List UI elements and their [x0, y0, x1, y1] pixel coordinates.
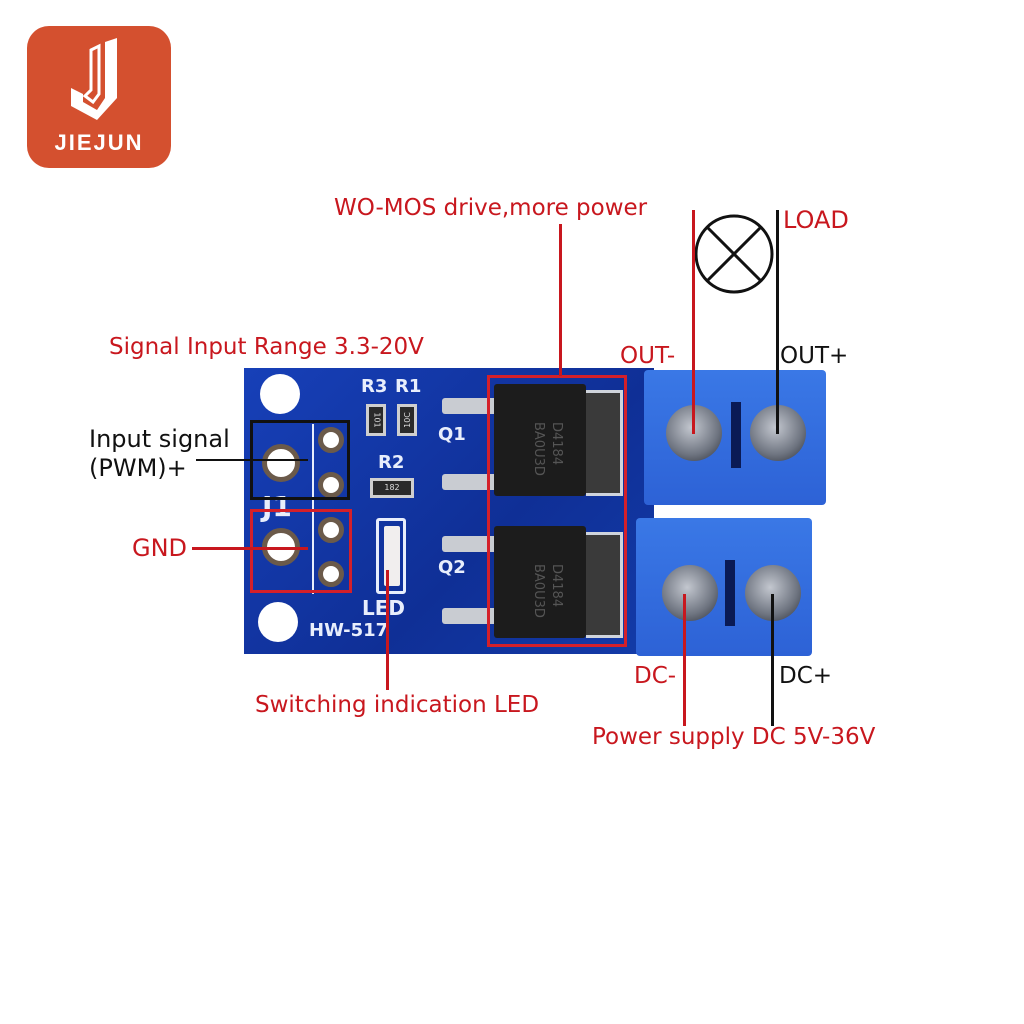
mosfet-q1: D4184 BA0U3D [494, 384, 586, 496]
connector-label: J1 [262, 490, 292, 523]
annotation-power-supply: Power supply DC 5V-36V [592, 724, 876, 750]
pin-pad [318, 472, 344, 498]
terminal-separator [725, 560, 735, 626]
resistor-r3: 101 [366, 404, 386, 436]
brand-logo: JIEJUN [27, 26, 171, 168]
resistor-code: 182 [384, 483, 400, 492]
leader-line-out-plus [776, 210, 779, 434]
mosfet-lead [442, 398, 498, 414]
gnd-highlight-box [250, 509, 352, 593]
leader-line-dc-minus [683, 594, 686, 726]
pin-pad [318, 427, 344, 453]
pin-pad [318, 517, 344, 543]
annotation-out-minus: OUT- [620, 343, 676, 369]
mosfet-label-q2: Q2 [438, 557, 466, 578]
resistor-code: 10C [402, 412, 412, 428]
resistor-label-r3: R3 [361, 376, 388, 397]
annotation-switching-led: Switching indication LED [255, 692, 540, 718]
annotation-dc-plus: DC+ [779, 663, 833, 689]
leader-line-dc-plus [771, 594, 774, 726]
annotation-out-plus: OUT+ [780, 343, 849, 369]
leader-line-led [386, 570, 389, 690]
lamp-load-icon [694, 214, 774, 294]
led-silk-label: LED [362, 596, 406, 620]
mosfet-q2: D4184 BA0U3D [494, 526, 586, 638]
pin-pad-pwm [262, 444, 300, 482]
brand-name: JIEJUN [54, 130, 144, 155]
annotation-pwm: (PWM)+ [89, 454, 187, 482]
annotation-dc-minus: DC- [634, 663, 677, 689]
leader-line-pwm [196, 459, 308, 461]
mounting-hole-top [260, 374, 300, 414]
mosfet-lead [442, 608, 498, 624]
resistor-r1: 10C [397, 404, 417, 436]
resistor-code: 101 [372, 412, 382, 428]
annotation-input-signal: Input signal [89, 425, 230, 453]
annotation-gnd: GND [132, 534, 188, 562]
mosfet-highlight-box [487, 375, 627, 647]
mosfet-lead [442, 536, 498, 552]
mosfet-q2-tab [586, 532, 623, 638]
annotation-mos-drive: WO-MOS drive,more power [334, 195, 648, 221]
led-footprint [376, 518, 406, 594]
leader-line-mos [559, 224, 562, 376]
resistor-label-r1: R1 [395, 376, 422, 397]
annotation-load: LOAD [783, 206, 849, 234]
screw-dc-minus [662, 565, 718, 621]
board-model: HW-517 [309, 620, 389, 641]
annotation-signal-range: Signal Input Range 3.3-20V [109, 334, 424, 360]
leader-line-gnd [192, 547, 308, 550]
mosfet-q1-tab [586, 390, 623, 496]
mosfet-label-q1: Q1 [438, 424, 466, 445]
j-logo-icon [71, 38, 117, 120]
leader-line-out-minus [692, 210, 695, 434]
mosfet-lead [442, 474, 498, 490]
terminal-separator [731, 402, 741, 468]
mounting-hole-bottom [258, 602, 298, 642]
resistor-r2: 182 [370, 478, 414, 498]
resistor-label-r2: R2 [378, 452, 405, 473]
pin-pad [318, 561, 344, 587]
